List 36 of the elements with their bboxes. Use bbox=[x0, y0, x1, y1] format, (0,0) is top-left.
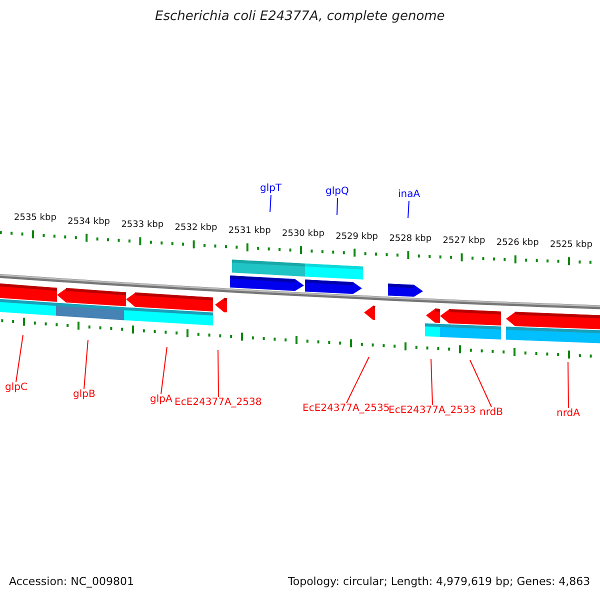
scale-label: 2527 kbp bbox=[442, 235, 486, 248]
gene-label: glpC bbox=[5, 382, 28, 394]
scale-label: 2535 kbp bbox=[14, 212, 56, 224]
scale-label: 2530 kbp bbox=[282, 228, 324, 240]
gene-label: EcE24377A_2538 bbox=[174, 397, 262, 409]
title: Escherichia coli E24377A, complete genome bbox=[155, 11, 445, 23]
gene-label: nrdB bbox=[480, 407, 503, 419]
genome-info-text: Topology: circular; Length: 4,979,619 bp; Genes: 4,863 bbox=[288, 576, 590, 588]
scale-label: 2533 kbp bbox=[121, 219, 164, 232]
leader-line bbox=[336, 198, 338, 216]
leader-line bbox=[568, 362, 569, 408]
gene-label: glpB bbox=[73, 389, 96, 401]
scale-label: 2531 kbp bbox=[228, 225, 271, 238]
gene-label: nrdA bbox=[556, 408, 580, 420]
leader-line bbox=[84, 340, 88, 390]
scale-label: 2529 kbp bbox=[336, 230, 378, 243]
leader-line bbox=[430, 358, 433, 406]
accession-text: Accession: NC_009801 bbox=[9, 576, 134, 588]
scale-label: 2534 kbp bbox=[68, 216, 110, 228]
gene-label: glpA bbox=[150, 394, 172, 406]
scale-label: 2532 kbp bbox=[174, 222, 218, 234]
gene-label: EcE24377A_2535 bbox=[302, 403, 390, 415]
gene-label: inaA bbox=[398, 189, 420, 201]
leader-line bbox=[160, 346, 168, 394]
scale-label: 2526 kbp bbox=[496, 237, 539, 250]
gene-label: EcE24377A_2533 bbox=[388, 405, 476, 417]
scale-label: 2528 kbp bbox=[389, 233, 432, 246]
gene-label: glpT bbox=[260, 183, 282, 195]
leader-line bbox=[470, 360, 492, 408]
leader-line bbox=[408, 200, 410, 218]
leader-line bbox=[16, 334, 24, 382]
scale-label: 2525 kbp bbox=[550, 239, 592, 252]
leader-line bbox=[218, 350, 219, 398]
leader-line bbox=[270, 194, 272, 212]
gene-label: glpQ bbox=[326, 186, 349, 198]
leader-line bbox=[346, 356, 370, 404]
